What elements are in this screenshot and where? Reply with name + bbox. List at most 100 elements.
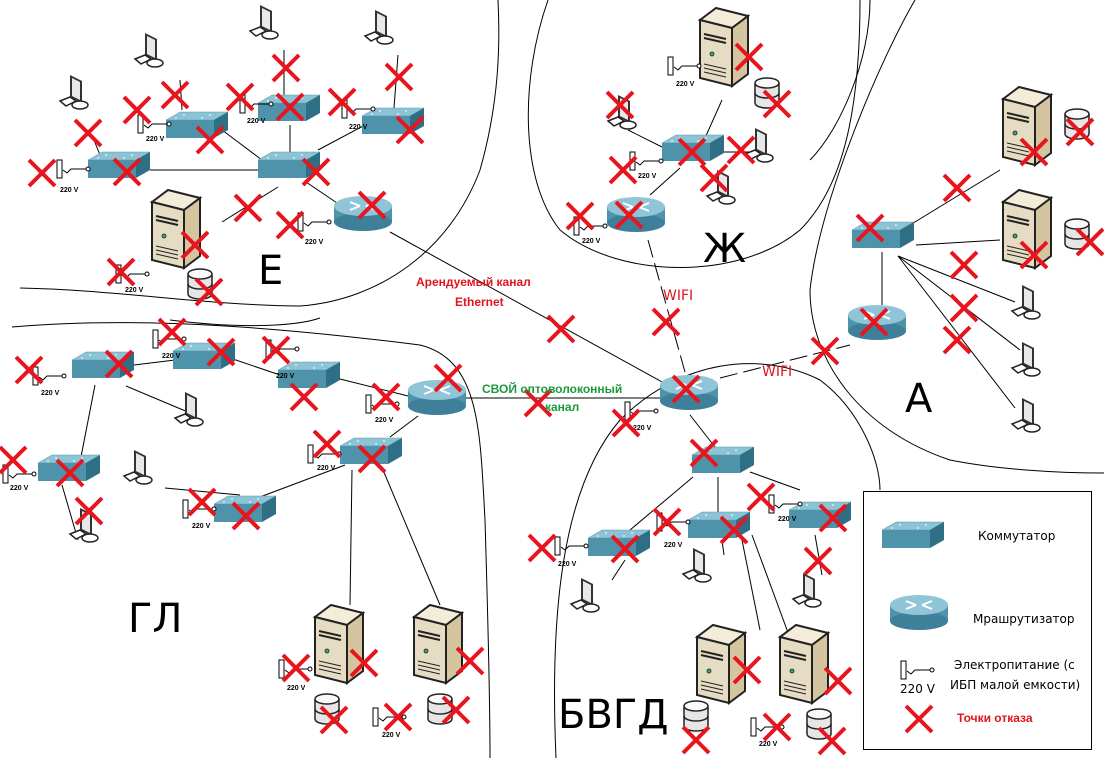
voltage-label: 220 V — [247, 118, 266, 125]
server-icon — [1002, 189, 1052, 269]
computer-icon — [1011, 397, 1041, 433]
failure-mark-icon — [0, 445, 28, 475]
computer-icon — [570, 577, 600, 613]
legend-power-label-line1: Электропитание (с — [954, 658, 1075, 672]
zone-e-devices — [56, 4, 425, 300]
server-icon — [1002, 86, 1052, 166]
network-links — [61, 50, 1021, 639]
power-socket-icon — [32, 366, 67, 386]
failure-mark-icon — [565, 201, 595, 231]
computer-icon — [59, 74, 89, 110]
power-socket-icon — [56, 159, 91, 179]
voltage-label: 220 V — [349, 124, 368, 131]
legend-power-label-line2: ИБП малой емкости) — [950, 678, 1081, 692]
failure-mark-icon — [233, 193, 263, 223]
failure-mark-icon — [949, 250, 979, 280]
voltage-label: 220 V — [60, 187, 79, 194]
failure-mark-icon — [187, 487, 217, 517]
legend-failure-label: Точки отказа — [957, 711, 1033, 725]
computer-icon — [792, 572, 822, 608]
voltage-label: 220 V — [778, 516, 797, 523]
legend-power-volt: 220 V — [900, 682, 935, 696]
computer-icon — [123, 449, 153, 485]
boundary-gl — [11, 322, 491, 758]
failure-mark-icon — [73, 118, 103, 148]
leased-channel-label-line2: Ethernet — [455, 295, 504, 309]
failure-mark-icon — [810, 336, 840, 366]
fiber-channel-label-line1: СВОЙ оптоволоконный — [482, 381, 622, 396]
power-socket-icon — [297, 212, 332, 232]
voltage-label: 220 V — [276, 373, 295, 380]
boundary-e — [19, 0, 500, 307]
failure-mark-icon — [122, 95, 152, 125]
computer-icon — [134, 32, 164, 68]
switch-icon — [37, 454, 101, 482]
server-icon — [151, 189, 201, 269]
power-socket-icon — [554, 536, 589, 556]
power-socket-icon — [629, 151, 664, 171]
disk-icon — [683, 700, 709, 732]
failure-mark-icon — [160, 80, 190, 110]
failure-mark-icon — [384, 62, 414, 92]
voltage-label: 220 V — [305, 239, 324, 246]
switch-icon — [361, 107, 425, 135]
voltage-label: 220 V — [664, 542, 683, 549]
legend-switch-label: Коммутатор — [978, 529, 1056, 543]
server-icon — [413, 604, 463, 684]
voltage-label: 220 V — [317, 465, 336, 472]
voltage-label: 220 V — [10, 485, 29, 492]
legend: Коммутатор Мрашрутизатор 220 V Электропи… — [863, 491, 1092, 750]
voltage-label: 220 V — [287, 685, 306, 692]
failure-mark-icon — [904, 704, 934, 734]
voltage-label: 220 V — [638, 173, 657, 180]
power-socket-icon — [900, 660, 935, 680]
zone-label-e: Е — [258, 248, 283, 294]
failure-mark-icon — [949, 293, 979, 323]
failure-mark-icon — [157, 317, 187, 347]
failure-mark-icon — [942, 173, 972, 203]
zone-label-zh: Ж — [703, 226, 746, 272]
legend-router-label: Мрашрутизатор — [973, 612, 1075, 626]
wifi-label-top: WIFI — [663, 288, 693, 304]
server-icon — [696, 624, 746, 704]
failure-mark-icon — [942, 325, 972, 355]
leased-channel-label-line1: Арендуемый канал — [416, 275, 531, 289]
switch-icon — [882, 521, 945, 549]
fiber-channel-label-line2: канал — [545, 400, 579, 414]
failure-mark-icon — [371, 382, 401, 412]
wifi-label-right: WIFI — [762, 364, 792, 380]
failure-mark-icon — [651, 307, 681, 337]
computer-icon — [1011, 284, 1041, 320]
zone-label-gl: ГЛ — [128, 596, 182, 642]
voltage-label: 220 V — [146, 136, 165, 143]
zone-label-a: А — [905, 376, 933, 422]
boundary-zh — [527, 0, 861, 268]
voltage-label: 220 V — [759, 741, 778, 748]
failure-mark-icon — [527, 533, 557, 563]
failure-mark-icon — [27, 158, 57, 188]
boundary-a-inner — [809, 0, 871, 161]
voltage-label: 220 V — [676, 81, 695, 88]
server-icon — [779, 624, 829, 704]
boundary-a-outer — [809, 0, 1104, 474]
zone-label-bvgd: БВГД — [558, 692, 669, 738]
computer-icon — [249, 4, 279, 40]
computer-icon — [682, 547, 712, 583]
voltage-label: 220 V — [162, 353, 181, 360]
voltage-label: 220 V — [375, 417, 394, 424]
router-icon — [889, 594, 949, 631]
voltage-label: 220 V — [558, 561, 577, 568]
zone-zh-devices — [573, 7, 780, 236]
switch-icon — [661, 134, 725, 162]
failure-mark-icon — [312, 429, 342, 459]
voltage-label: 220 V — [382, 732, 401, 739]
voltage-label: 220 V — [192, 523, 211, 530]
failure-mark-icon — [726, 135, 756, 165]
voltage-label: 220 V — [582, 238, 601, 245]
boundary-e-inner — [169, 317, 321, 327]
failure-mark-icon — [546, 314, 576, 344]
power-socket-icon — [667, 56, 702, 76]
voltage-labels: 220 V 220 V 220 V 220 V 220 V 220 V 220 … — [10, 81, 797, 748]
voltage-label: 220 V — [41, 390, 60, 397]
